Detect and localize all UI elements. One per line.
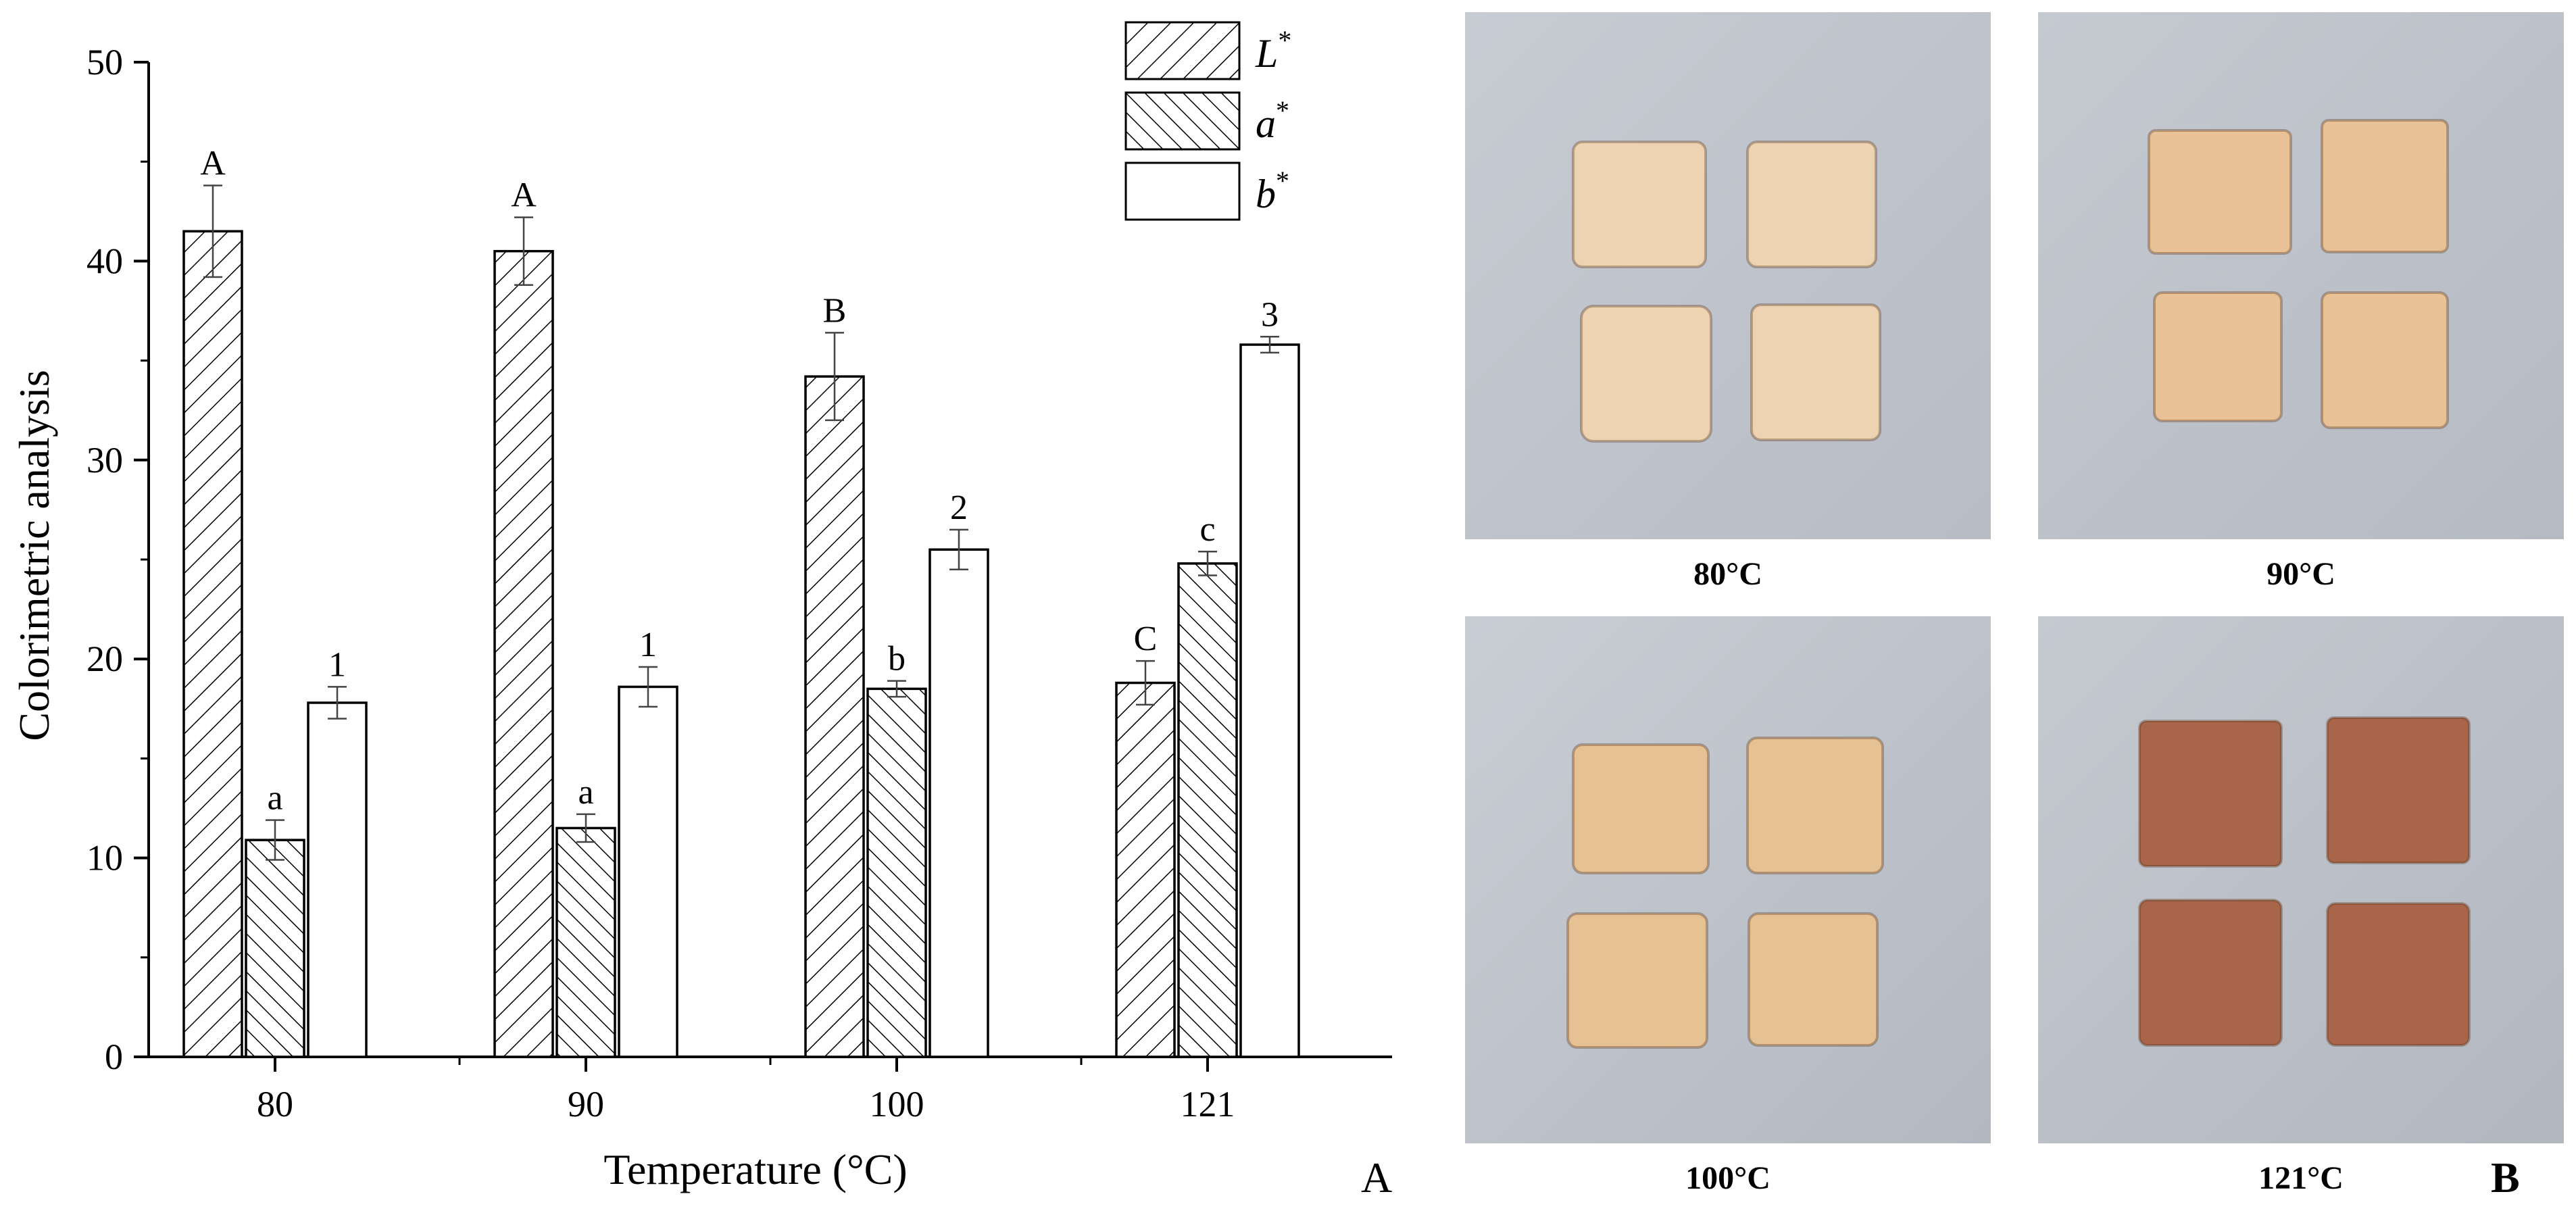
svg-text:a*: a* [1256,95,1289,146]
legend-sup-b-star: * [1276,166,1289,196]
legend-item-b-star: b* [1124,162,1289,221]
x-tick-label: 121 [1181,1084,1235,1124]
x-tick-label: 100 [870,1084,924,1124]
photo-caption-100c: 100°C [1685,1160,1770,1196]
significance-letter: c [1199,510,1215,549]
legend-swatch-b-star [1124,162,1241,221]
y-axis-label: Colorimetric analysis [10,370,58,741]
y-tick-label: 40 [86,241,123,281]
photo-caption-121c: 121°C [2258,1160,2344,1196]
bar-b-star [618,685,678,1058]
panel-b-label: B [2491,1153,2520,1201]
bar-l-star [182,230,243,1058]
bar-a-star [245,839,305,1058]
photo-90c [2038,12,2564,539]
sample-cube [1750,303,1881,441]
y-tick-label: 50 [86,42,123,82]
sample-cube [1572,141,1707,268]
legend-label-l-star: L [1255,31,1278,76]
sample-cube [2148,129,2292,255]
legend-swatch-l-star [1124,21,1241,80]
sample-cube [2138,899,2283,1047]
x-tick-label: 80 [257,1084,293,1124]
bar-l-star [804,375,865,1058]
legend-item-l-star: L* [1124,21,1291,80]
svg-text:L*: L* [1255,25,1291,76]
bar-b-star [307,701,368,1058]
sample-cube [2138,720,2283,868]
photo-100c [1465,616,1991,1143]
x-tick-label: 90 [568,1084,604,1124]
bar-chart: 0 10 20 30 40 50 80 Aa 1 90 Aa 1 100 Bb 2 121 Cc 3 Colori… [10,21,1392,1193]
legend: L* a* b* [1124,21,1291,221]
sample-cube [2326,902,2471,1047]
photo-80c [1465,12,1991,539]
bar-a-star [866,687,927,1058]
legend-sup-l-star: * [1278,25,1291,55]
bar-a-star [555,826,616,1058]
sample-cube [2326,716,2471,864]
photo-121c [2038,616,2564,1143]
y-tick-label: 10 [86,838,123,878]
bar-b-star [1239,343,1300,1058]
sample-cube [1580,305,1712,443]
bar-l-star [493,249,554,1058]
significance-letter: 1 [328,645,346,684]
sample-cube [1746,141,1877,268]
x-axis-label: Temperature (°C) [603,1145,907,1193]
significance-letter: B [823,291,847,330]
y-tick-label: 20 [86,639,123,679]
bar-a-star [1177,562,1238,1058]
significance-letter: A [511,176,537,215]
bar-b-star [928,548,989,1058]
sample-cube [1572,743,1710,874]
legend-item-a-star: a* [1124,91,1289,151]
y-tick-label: 30 [86,440,123,480]
significance-letter: 3 [1261,295,1279,334]
bar-l-star [1115,681,1176,1058]
sample-cube [1566,912,1708,1049]
significance-letter: b [888,640,906,678]
legend-sup-a-star: * [1276,95,1289,126]
sample-cube [2321,291,2449,429]
sample-cube [2321,119,2449,253]
sample-cube [1746,737,1884,874]
sample-cube [2153,291,2283,422]
significance-letter: C [1134,620,1158,658]
sample-cube [1748,912,1879,1047]
significance-letter: 2 [950,489,968,527]
y-tick-label: 0 [105,1037,123,1077]
legend-label-a-star: a [1256,101,1276,146]
significance-letter: A [200,145,226,183]
panel-a-label: A [1361,1153,1393,1201]
significance-letter: a [267,779,282,818]
significance-letter: a [578,773,593,812]
svg-text:b*: b* [1256,166,1289,216]
significance-letter: 1 [639,626,657,664]
legend-swatch-a-star [1124,91,1241,151]
photo-caption-80c: 80°C [1693,556,1762,592]
photo-caption-90c: 90°C [2267,556,2335,592]
legend-label-b-star: b [1256,172,1276,216]
